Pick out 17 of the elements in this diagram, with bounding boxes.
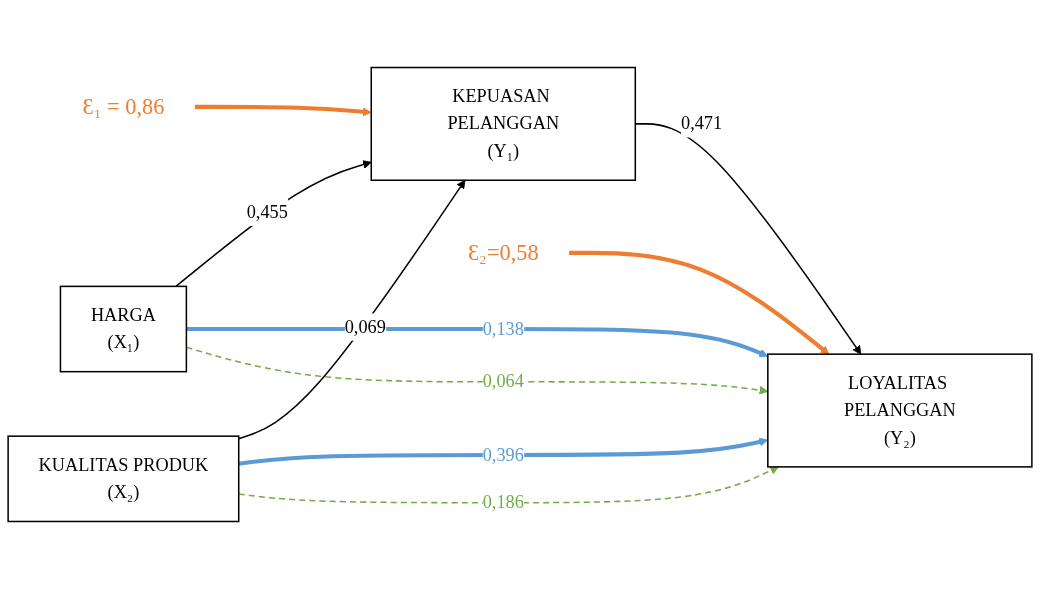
edge-label: 0,064 (482, 371, 524, 392)
edge-label: 0,455 (246, 201, 288, 222)
arrow (175, 160, 372, 288)
node-text: Ɛ₂=0,58 (467, 240, 539, 266)
arrow (194, 104, 372, 117)
edge-label: 0,138 (482, 318, 524, 339)
edge-label: 0,069 (344, 316, 386, 337)
edge-label: 0,186 (482, 492, 524, 513)
node-box: HARGA (X₁) (59, 285, 188, 373)
edge-label: 0,471 (681, 113, 723, 134)
node-box: LOYALITAS PELANGGAN (Y₂) (767, 353, 1033, 468)
arrow (569, 250, 830, 355)
edge-label: 0,396 (482, 444, 524, 465)
node-box: KEPUASAN PELANGGAN (Y₁) (370, 66, 637, 181)
node-text: Ɛ₁ = 0,86 (82, 94, 165, 120)
node-box: KUALITAS PRODUK (X₂) (7, 435, 240, 523)
arrow (237, 179, 466, 440)
